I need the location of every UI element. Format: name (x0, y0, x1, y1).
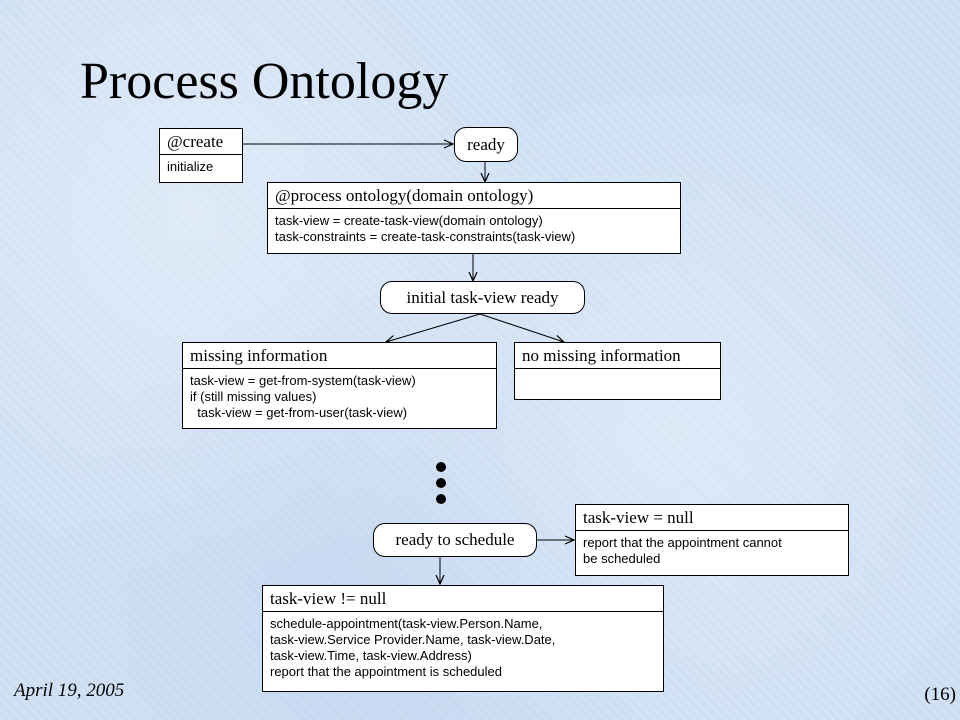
create-node-head: @create (160, 129, 242, 155)
initial-ready-state: initial task-view ready (380, 281, 585, 314)
edge-initial-to-missing (386, 313, 481, 342)
create-node: @create initialize (159, 128, 243, 183)
edge-initial-to-no-missing (479, 313, 564, 342)
no-missing-info-body (515, 369, 720, 377)
not-null-case-head: task-view != null (263, 586, 663, 612)
process-node-head: @process ontology(domain ontology) (268, 183, 680, 209)
not-null-case-node: task-view != null schedule-appointment(t… (262, 585, 664, 692)
footer-date: April 19, 2005 (14, 680, 125, 701)
page-number: (16) (924, 684, 956, 705)
no-missing-info-node: no missing information (514, 342, 721, 400)
ellipsis-dot-1 (436, 462, 446, 472)
process-node: @process ontology(domain ontology) task-… (267, 182, 681, 254)
process-node-body: task-view = create-task-view(domain onto… (275, 213, 576, 244)
ready-to-schedule-state: ready to schedule (373, 523, 537, 557)
missing-info-head: missing information (183, 343, 496, 369)
null-case-head: task-view = null (576, 505, 848, 531)
not-null-case-body: schedule-appointment(task-view.Person.Na… (270, 616, 556, 679)
null-case-node: task-view = null report that the appoint… (575, 504, 849, 576)
missing-info-body: task-view = get-from-system(task-view) i… (190, 373, 416, 420)
ready-state: ready (454, 127, 518, 162)
ellipsis-dot-3 (436, 494, 446, 504)
missing-info-node: missing information task-view = get-from… (182, 342, 497, 429)
ellipsis-dot-2 (436, 478, 446, 488)
no-missing-info-head: no missing information (515, 343, 720, 369)
create-node-body: initialize (167, 159, 214, 174)
slide-title: Process Ontology (80, 53, 449, 110)
null-case-body: report that the appointment cannot be sc… (583, 535, 782, 566)
